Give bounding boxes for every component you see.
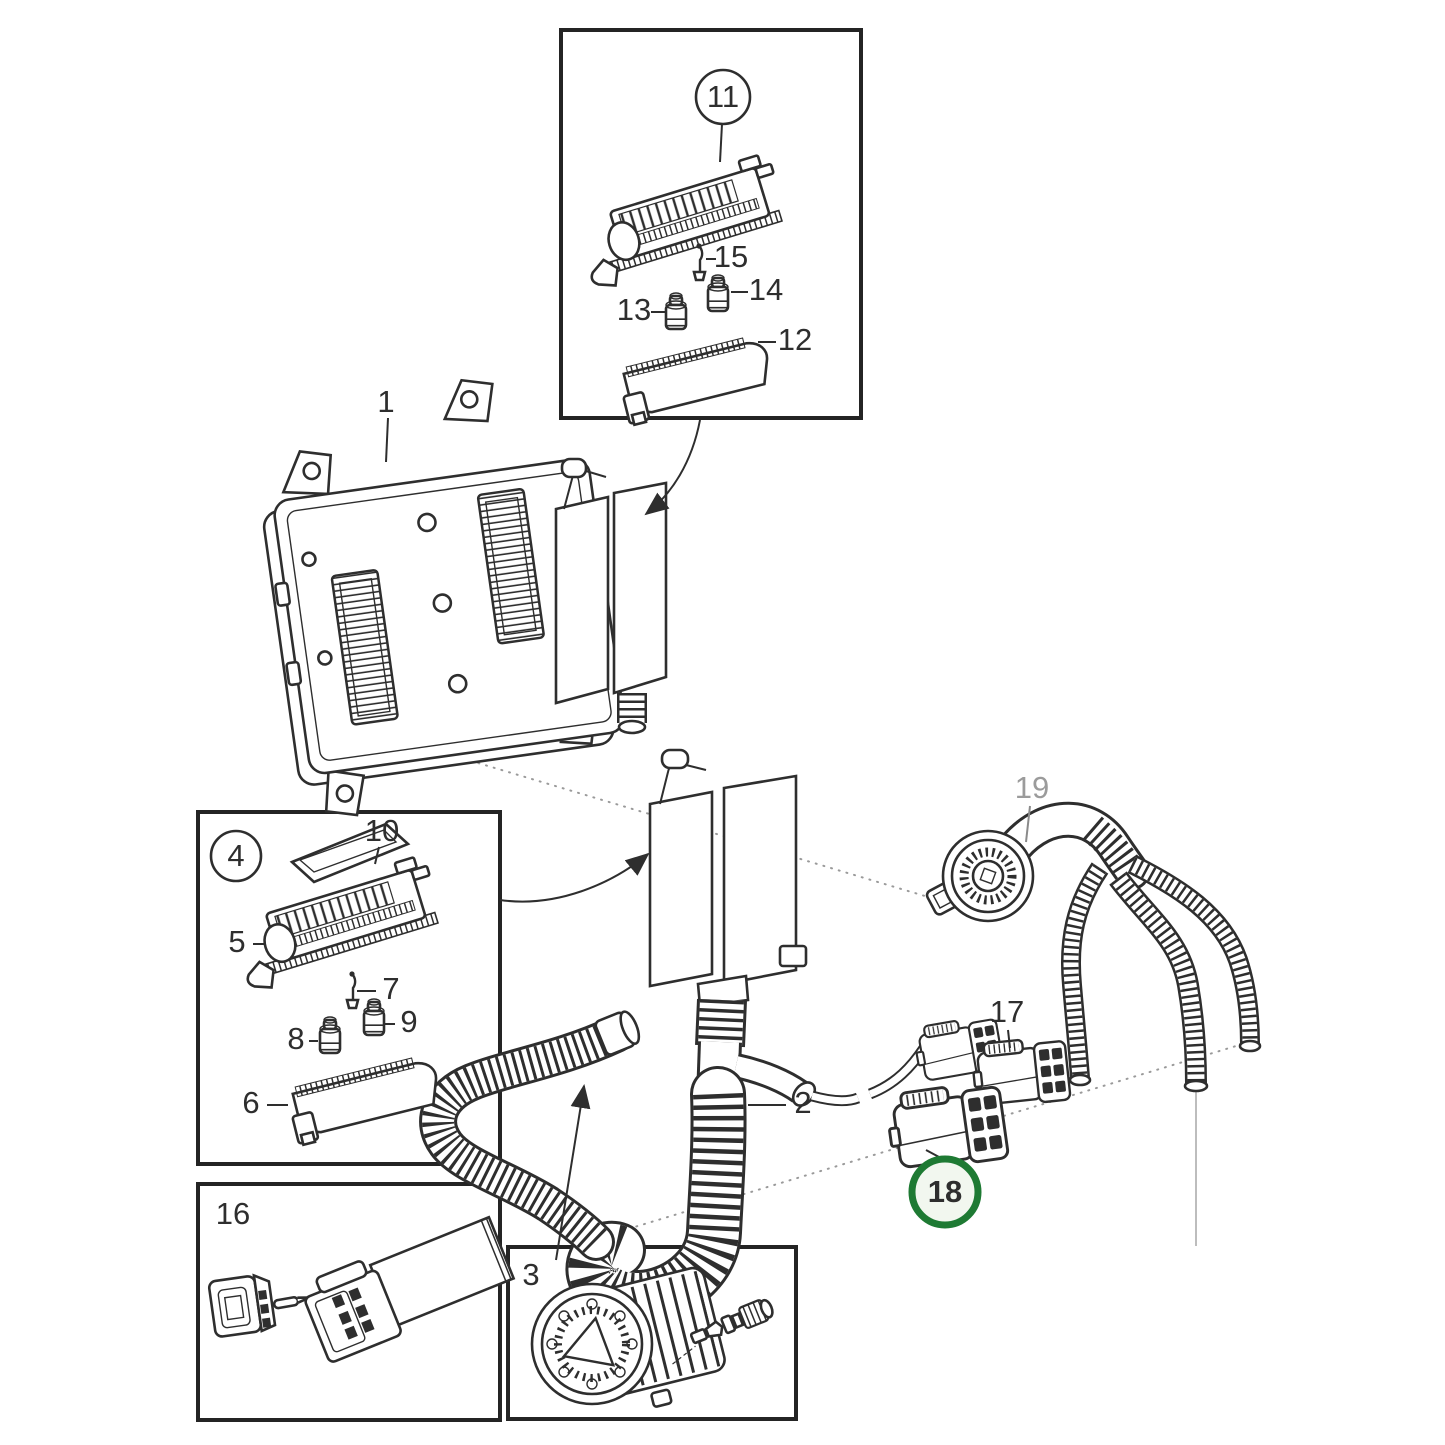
inset-16-contents <box>207 1215 516 1363</box>
part-1-control-unit <box>262 378 626 817</box>
label-17: 17 <box>990 994 1024 1029</box>
label-3: 3 <box>522 1257 539 1292</box>
label-12: 12 <box>778 322 812 357</box>
part-2-coiled-harness <box>565 998 929 1326</box>
inset-4-contents <box>226 822 449 1148</box>
inset-box-11 <box>559 28 863 420</box>
part-labels: 1 2 3 4 5 6 7 8 9 10 11 12 13 14 15 16 1… <box>209 68 1049 1292</box>
arrow-inset3-to-conduit <box>555 1084 591 1261</box>
label-14: 14 <box>749 272 783 307</box>
mating-connector-central <box>648 748 808 1008</box>
label-16: 16 <box>216 1196 250 1231</box>
label-19: 19 <box>1015 770 1049 805</box>
label-9: 9 <box>400 1004 417 1039</box>
label-5: 5 <box>228 924 245 959</box>
label-8: 8 <box>287 1021 304 1056</box>
label-10: 10 <box>365 813 399 848</box>
label-2: 2 <box>794 1085 811 1120</box>
label-4: 4 <box>227 838 244 873</box>
inset-box-16 <box>196 1182 502 1422</box>
label-6: 6 <box>242 1085 259 1120</box>
label-7: 7 <box>382 971 399 1006</box>
leader-lines <box>253 123 1031 1158</box>
arrow-inset11-to-connector <box>644 419 701 516</box>
label-11-circle <box>694 68 752 126</box>
label-18: 18 <box>928 1174 962 1209</box>
label-18-highlight-circle <box>908 1155 982 1229</box>
label-15: 15 <box>714 239 748 274</box>
label-11: 11 <box>707 79 739 114</box>
corrugated-conduit <box>419 1010 641 1261</box>
label-1: 1 <box>377 384 394 419</box>
inset-box-3 <box>506 1245 798 1421</box>
label-13: 13 <box>617 292 651 327</box>
part-19-branch-harness <box>925 801 1262 1093</box>
inset-3-contents <box>530 1266 774 1408</box>
label-4-circle <box>209 829 263 883</box>
arrow-inset4-to-connector <box>499 852 650 903</box>
mating-connector-upper <box>554 457 668 735</box>
